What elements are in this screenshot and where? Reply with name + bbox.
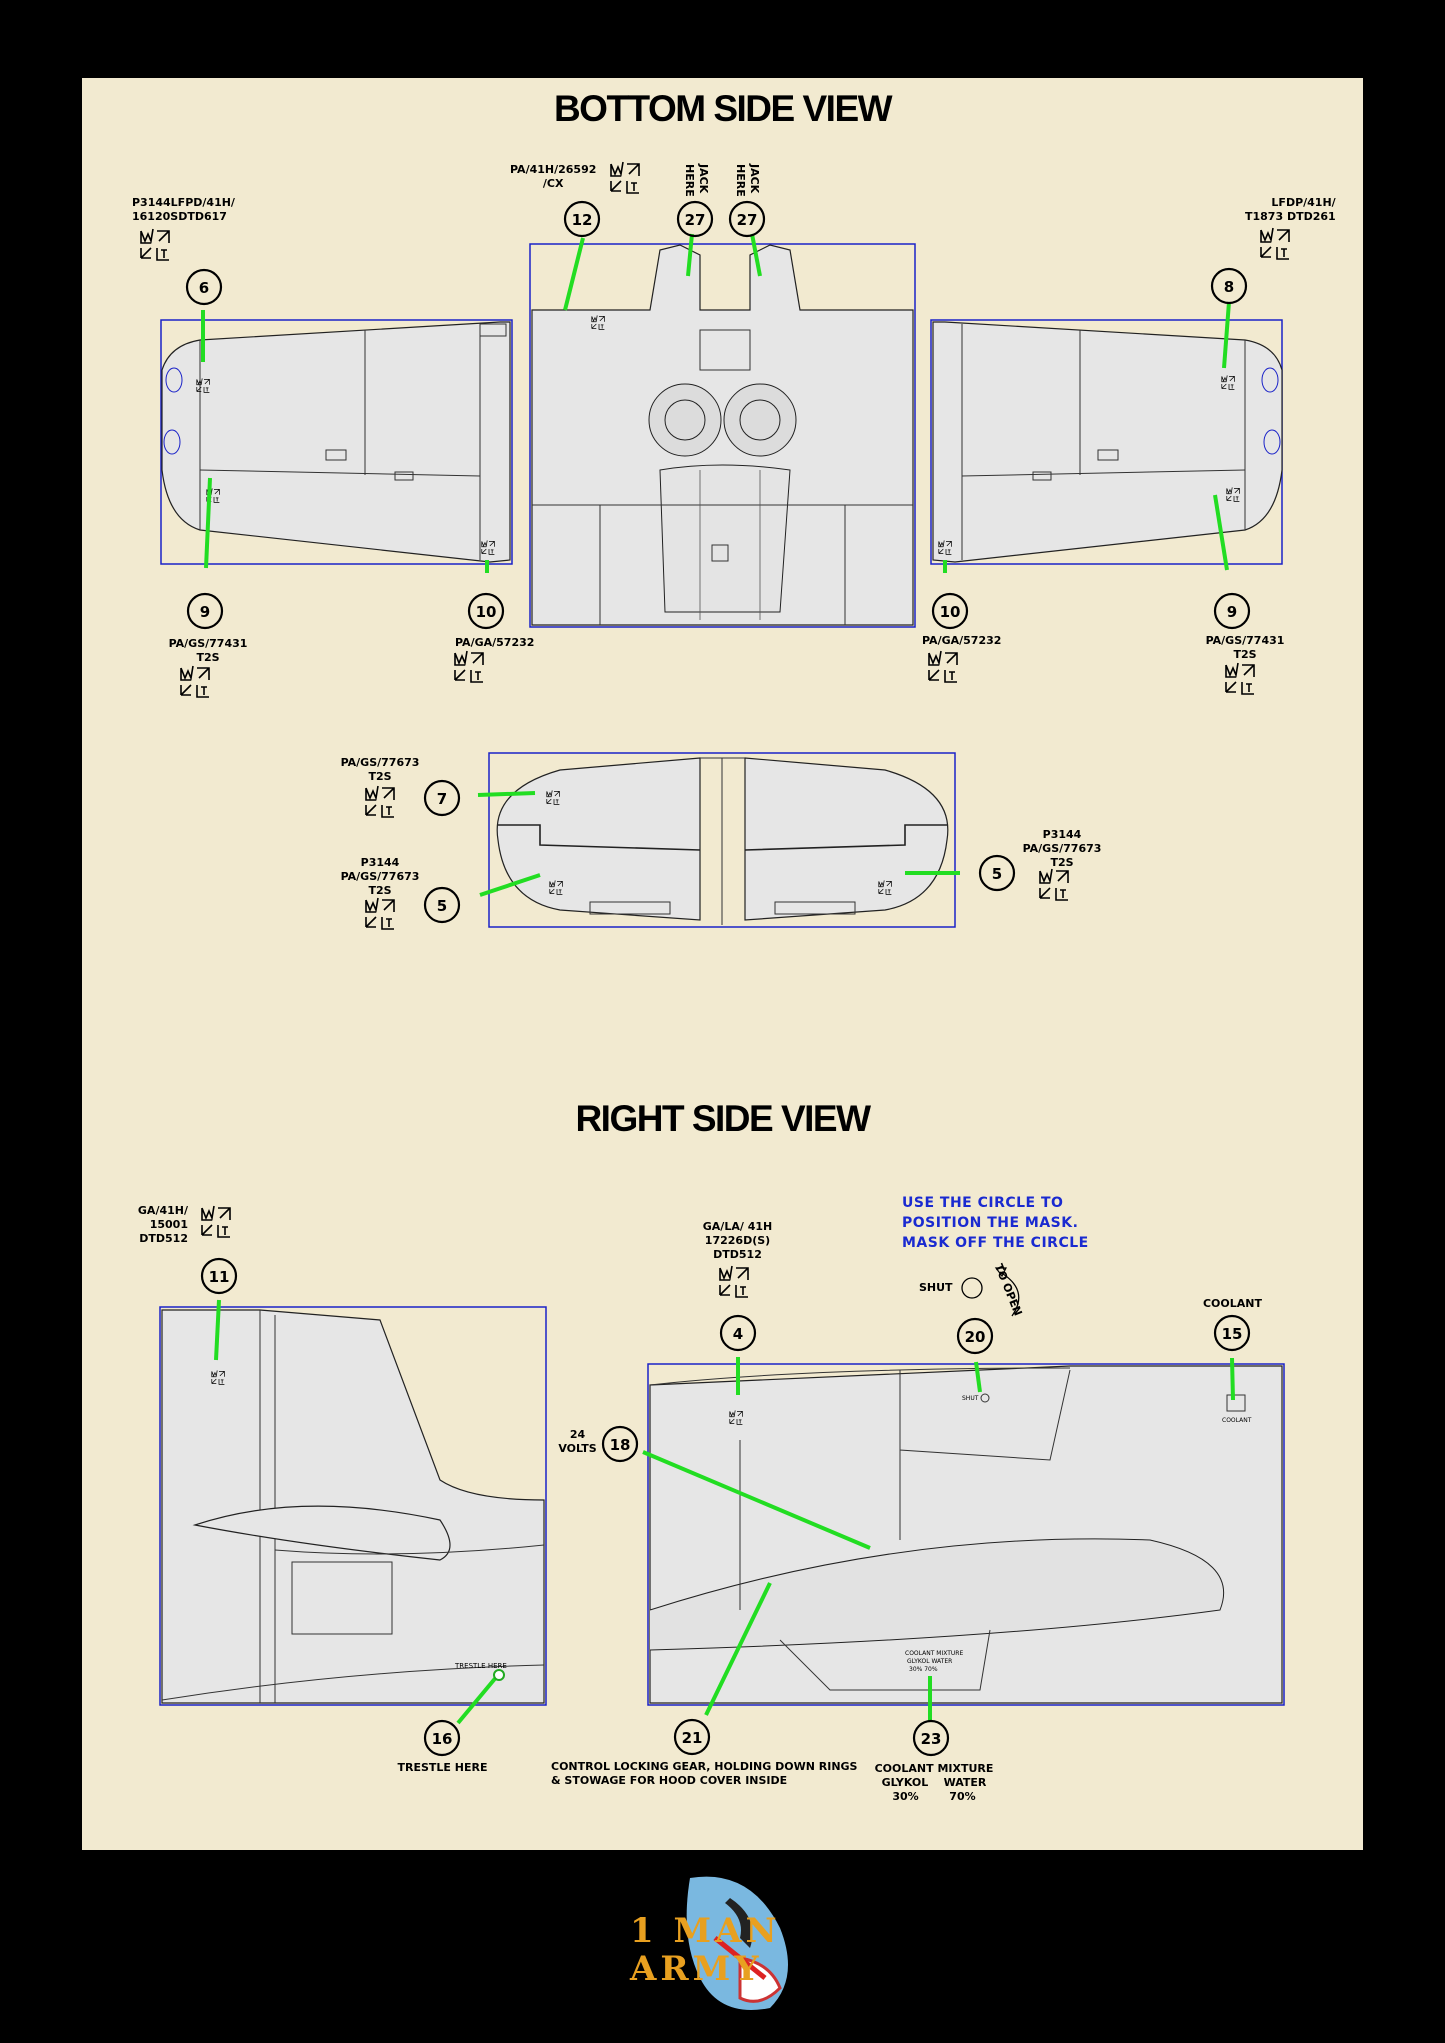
svg-text:15: 15 (1222, 1325, 1243, 1343)
svg-text:9: 9 (1227, 603, 1237, 621)
label-jack-2: JACK HERE (734, 164, 761, 197)
mask-instructions: USE THE CIRCLE TO POSITION THE MASK. MAS… (902, 1195, 1089, 1251)
svg-text:21: 21 (682, 1729, 703, 1747)
svg-text:5: 5 (992, 865, 1002, 883)
one-man-army-logo (686, 1876, 788, 2010)
label-9-left: PA/GS/77431 T2S (168, 637, 248, 664)
canopy-mask-circle (961, 1267, 1020, 1317)
svg-text:27: 27 (685, 211, 706, 229)
left-wing-panel (160, 319, 513, 565)
svg-text:7: 7 (437, 790, 447, 808)
label-10-right: PA/GA/57232 (922, 634, 1002, 647)
label-jack-1: JACK HERE (683, 164, 710, 197)
callout-20: 20 (956, 1317, 994, 1355)
small-trestle-text: TRESTLE HERE (454, 1662, 507, 1670)
callouts: 12 27 27 6 8 9 10 10 9 7 5 5 11 4 20 15 … (185, 200, 1251, 1757)
callout-23: 23 (912, 1719, 950, 1757)
svg-text:12: 12 (572, 211, 593, 229)
callout-10-left: 10 (467, 592, 505, 630)
label-7: PA/GS/77673 T2S (340, 756, 420, 783)
callout-5-right: 5 (978, 854, 1016, 892)
callout-15: 15 (1213, 1314, 1251, 1352)
label-18: 24 VOLTS (558, 1428, 597, 1455)
label-4: GA/LA/ 41H 17226D(S) DTD512 (702, 1220, 773, 1261)
label-21: CONTROL LOCKING GEAR, HOLDING DOWN RINGS… (551, 1760, 858, 1787)
svg-text:6: 6 (199, 279, 209, 297)
callout-21: 21 (673, 1718, 711, 1756)
bottom-view-title: BOTTOM SIDE VIEW (553, 88, 893, 129)
svg-text:10: 10 (940, 603, 961, 621)
label-12: PA/41H/26592 /CX (510, 163, 597, 190)
callout-5-left: 5 (423, 886, 461, 924)
label-23: COOLANT MIXTURE GLYKOL WATER 30% 70% (874, 1762, 994, 1803)
fuselage-underside-panel (529, 243, 916, 628)
callout-6: 6 (185, 268, 223, 306)
callout-4: 4 (719, 1314, 757, 1352)
label-11: GA/41H/ 15001 DTD512 (137, 1204, 188, 1245)
small-glykol-text: GLYKOL WATER (907, 1658, 952, 1665)
tailplane-underside-panel (488, 752, 956, 928)
label-16: TRESTLE HERE (397, 1761, 488, 1774)
svg-text:18: 18 (610, 1436, 631, 1454)
small-pct-text: 30% 70% (909, 1666, 938, 1673)
label-8: LFDP/41H/ T1873 DTD261 (1245, 196, 1336, 223)
trestle-marker (493, 1669, 505, 1681)
svg-text:4: 4 (733, 1325, 743, 1343)
callout-18: 18 (601, 1425, 639, 1463)
fuselage-side-panel (647, 1363, 1285, 1706)
svg-text:5: 5 (437, 897, 447, 915)
callout-12: 12 (563, 200, 601, 238)
label-shut: SHUT (919, 1281, 953, 1294)
callout-11: 11 (200, 1257, 238, 1295)
small-coolant-text: COOLANT (1222, 1417, 1252, 1424)
svg-text:8: 8 (1224, 278, 1234, 296)
small-coolant-mix-text: COOLANT MIXTURE (905, 1650, 963, 1657)
svg-text:27: 27 (737, 211, 758, 229)
callout-8: 8 (1210, 267, 1248, 305)
logo-wordmark: 1 MAN ARMY (630, 1912, 810, 1988)
label-5-right: P3144 PA/GS/77673 T2S (1022, 828, 1102, 869)
small-shut-text: SHUT (962, 1395, 979, 1402)
callout-7: 7 (423, 779, 461, 817)
tail-side-panel (159, 1306, 547, 1706)
callout-27a: 27 (676, 200, 714, 238)
right-wing-panel (930, 319, 1283, 565)
logo-line-2: ARMY (630, 1949, 763, 1989)
label-5-left: P3144 PA/GS/77673 T2S (340, 856, 420, 897)
label-9-right: PA/GS/77431 T2S (1205, 634, 1285, 661)
callout-10-right: 10 (931, 592, 969, 630)
callout-27b: 27 (728, 200, 766, 238)
callout-9-right: 9 (1213, 592, 1251, 630)
label-6: P3144LFPD/41H/ 16120SDTD617 (132, 196, 235, 223)
svg-text:9: 9 (200, 603, 210, 621)
svg-text:23: 23 (921, 1730, 942, 1748)
callout-16: 16 (423, 1719, 461, 1757)
label-10-left: PA/GA/57232 (455, 636, 535, 649)
logo-line-1: 1 MAN (630, 1911, 781, 1951)
svg-text:20: 20 (965, 1328, 986, 1346)
svg-text:10: 10 (476, 603, 497, 621)
svg-text:16: 16 (432, 1730, 453, 1748)
leader-lines (201, 233, 1235, 1725)
label-coolant: COOLANT (1202, 1297, 1262, 1310)
svg-text:11: 11 (209, 1268, 230, 1286)
small-stencils: TRESTLE HERE COOLANT COOLANT MIXTURE GLY… (195, 315, 1252, 1673)
callout-9-left: 9 (186, 592, 224, 630)
right-view-title: RIGHT SIDE VIEW (575, 1098, 871, 1139)
